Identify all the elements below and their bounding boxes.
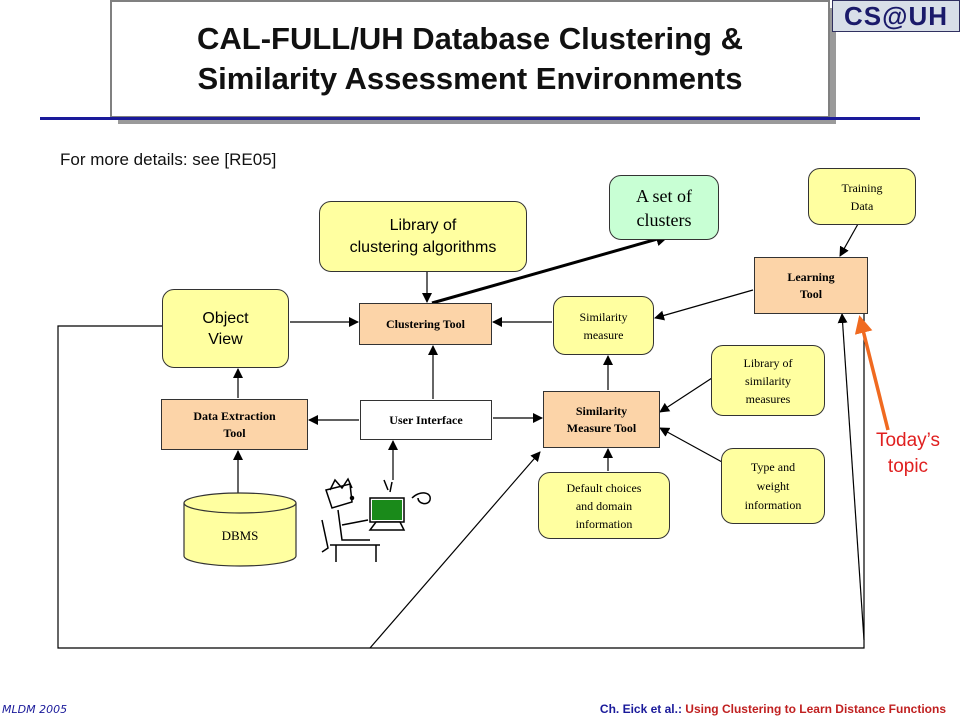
todays-topic-annotation: Today’s topic (858, 428, 958, 480)
set-of-clusters-line1: A set of (636, 185, 692, 206)
logo-text: CS@UH (843, 0, 949, 31)
topic-line1: Today’s (875, 430, 941, 451)
default-choices-line1: Default choices (566, 480, 642, 495)
details-note: For more details: see [RE05] (60, 150, 277, 169)
learning-tool-line2: Tool (799, 286, 823, 301)
arrow-typeweight-to-simtool (659, 427, 723, 463)
training-data-node: Training Data (808, 168, 916, 225)
library-similarity-line3: measures (745, 391, 791, 406)
dbms-cylinder (183, 492, 297, 567)
arrow-topic-highlight (854, 315, 890, 431)
arrow-feedback-to-learning (837, 313, 865, 641)
type-weight-line1: Type and (750, 459, 796, 474)
cs-uh-logo: CS@UH (832, 0, 960, 32)
default-choices-line2: and domain (575, 498, 633, 513)
library-similarity-measures-node: Library of similarity measures (711, 345, 825, 416)
training-data-line1: Training (841, 180, 883, 195)
type-weight-line3: information (744, 497, 802, 512)
clustering-tool-node: Clustering Tool (359, 303, 492, 345)
similarity-measure-tool-line2: Measure Tool (566, 420, 637, 435)
similarity-measure-line2: measure (583, 327, 624, 342)
library-similarity-line1: Library of (743, 355, 793, 370)
data-extraction-tool-node: Data Extraction Tool (161, 399, 308, 450)
topic-line2: topic (887, 456, 929, 477)
learning-tool-node: Learning Tool (754, 257, 868, 314)
dbms-label: DBMS (221, 528, 259, 543)
learning-tool-line1: Learning (787, 269, 835, 284)
library-clustering-line1: Library of (389, 216, 457, 234)
set-of-clusters-node: A set of clusters (609, 175, 719, 240)
object-view-line1: Object (202, 309, 249, 327)
user-interface-node: User Interface (360, 400, 492, 440)
data-extraction-line1: Data Extraction (193, 408, 276, 423)
title-line-1: CAL-FULL/UH Database Clustering & (197, 21, 743, 56)
footer-title: Using Clustering to Learn Distance Funct… (685, 702, 946, 716)
similarity-measure-tool-line1: Similarity (575, 403, 628, 418)
title-line-2: Similarity Assessment Environments (197, 61, 743, 96)
arrow-training-to-learning (839, 223, 859, 257)
library-similarity-line2: similarity (745, 373, 791, 388)
title-box: CAL-FULL/UH Database Clustering & Simila… (110, 0, 830, 118)
training-data-line2: Data (850, 198, 874, 213)
user-computer-icon (321, 477, 431, 562)
library-clustering-algorithms-node: Library of clustering algorithms (319, 201, 527, 272)
type-weight-line2: weight (756, 478, 790, 493)
type-weight-information-node: Type and weight information (721, 448, 825, 524)
similarity-measure-line1: Similarity (579, 309, 628, 324)
arrow-clustering-to-clusters (431, 232, 670, 305)
arrow-feedback-to-simtool (369, 451, 541, 649)
header-rule (40, 117, 920, 120)
object-view-node: Object View (162, 289, 289, 368)
object-view-line2: View (208, 330, 243, 348)
set-of-clusters-line2: clusters (636, 209, 692, 230)
clustering-tool-label: Clustering Tool (385, 316, 466, 331)
arrow-library-sim-to-simtool (659, 377, 713, 413)
user-interface-label: User Interface (389, 412, 463, 427)
similarity-measure-tool-node: Similarity Measure Tool (543, 391, 660, 448)
footer-conference: MLDM 2005 (2, 703, 68, 716)
default-choices-line3: information (575, 516, 633, 531)
default-choices-node: Default choices and domain information (538, 472, 670, 539)
footer-citation: Ch. Eick et al.: Using Clustering to Lea… (500, 702, 946, 716)
footer-authors: Ch. Eick et al.: (599, 702, 682, 716)
data-extraction-line2: Tool (223, 425, 246, 440)
arrow-learning-to-simmeasure (654, 289, 754, 321)
library-clustering-line2: clustering algorithms (349, 238, 497, 256)
similarity-measure-node: Similarity measure (553, 296, 654, 355)
feedback-loop-line (57, 314, 865, 649)
